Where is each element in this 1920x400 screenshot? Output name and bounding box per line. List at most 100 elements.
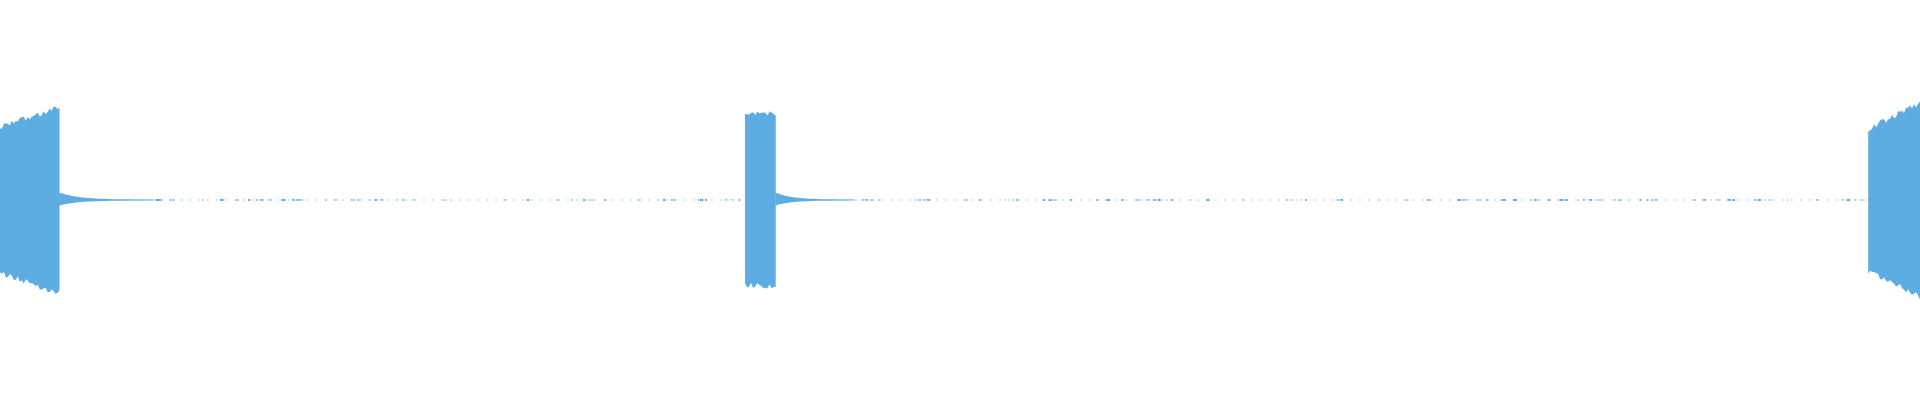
waveform-noise-speck [248, 199, 251, 201]
waveform-noise-speck [861, 199, 866, 201]
waveform-noise-speck [1460, 199, 1464, 201]
waveform-noise-speck [1513, 199, 1517, 201]
waveform-noise-speck [591, 199, 593, 201]
waveform-noise-speck [202, 199, 204, 201]
waveform-noise-speck [878, 199, 881, 201]
waveform-noise-speck [1500, 199, 1503, 201]
waveform-noise-speck [699, 198, 703, 202]
waveform-noise-speck [604, 199, 607, 201]
waveform-noise-speck [526, 199, 530, 201]
waveform-noise-speck [503, 199, 507, 201]
waveform-burst [0, 106, 60, 294]
waveform-noise-speck [297, 199, 301, 201]
waveform-noise-speck [325, 199, 327, 201]
waveform-noise-speck [670, 199, 673, 201]
waveform-noise-speck [157, 199, 162, 201]
waveform-noise-speck [381, 199, 384, 201]
waveform-noise-speck [1157, 198, 1161, 201]
waveform-noise-speck [1530, 199, 1533, 201]
waveform-noise-speck [922, 199, 927, 201]
waveform-noise-speck [1754, 199, 1756, 201]
waveform-noise-speck [1650, 199, 1654, 201]
waveform-decay-tail [775, 193, 855, 206]
waveform-noise-speck [914, 199, 916, 201]
waveform-noise-speck [1547, 199, 1551, 201]
waveform-noise-speck [220, 198, 224, 201]
waveform-noise-speck [1614, 199, 1617, 201]
waveform-noise-speck [979, 199, 981, 201]
waveform-noise-speck [1048, 199, 1052, 201]
waveform-noise-speck [1703, 199, 1707, 201]
waveform-noise-speck [557, 199, 559, 201]
waveform-noise-speck [1070, 199, 1072, 201]
waveform-noise-speck [1340, 199, 1344, 201]
waveform-noise-speck [1016, 199, 1020, 201]
waveform-noise-speck [172, 199, 175, 201]
waveform-noise-speck [919, 199, 921, 201]
waveform-noise-speck [411, 199, 415, 201]
waveform-noise-speck [255, 199, 259, 201]
waveform-noise-speck [1135, 199, 1139, 201]
waveform-noise-speck [1715, 199, 1720, 201]
waveform-noise-speck [1242, 199, 1245, 201]
waveform-noise-speck [1596, 199, 1600, 201]
waveform-noise-speck [268, 199, 272, 201]
waveform-noise-speck [395, 199, 399, 201]
waveform-noise-speck [870, 199, 874, 201]
waveform-noise-speck [571, 198, 573, 201]
waveform-noise-speck [334, 199, 338, 201]
waveform-noise-speck [1693, 199, 1696, 201]
waveform-noise-speck [1190, 199, 1192, 201]
waveform-noise-speck [1639, 199, 1642, 201]
waveform-noise-speck [673, 199, 675, 201]
waveform-noise-speck [1816, 199, 1818, 201]
waveform-noise-speck [1146, 199, 1150, 201]
waveform-noise-speck [1654, 199, 1658, 201]
waveform-noise-speck [368, 199, 371, 201]
waveform-noise-speck [1042, 199, 1045, 201]
waveform-noise-speck [443, 199, 447, 201]
waveform-noise-speck [927, 199, 931, 201]
waveform-noise-speck [583, 199, 586, 201]
waveform-noise-speck [1104, 199, 1107, 201]
waveform-noise-speck [1336, 199, 1339, 201]
waveform-noise-speck [374, 199, 377, 201]
waveform-noise-speck [1429, 199, 1431, 201]
waveform-noise-speck [1289, 199, 1294, 201]
waveform-noise-speck [1759, 199, 1762, 201]
waveform-noise-speck [1583, 199, 1585, 201]
waveform-noise-speck [353, 199, 356, 201]
waveform-noise-speck [181, 199, 183, 201]
waveform-noise-speck [1338, 199, 1340, 201]
waveform-noise-speck [1537, 198, 1539, 202]
waveform-noise-speck [1502, 199, 1506, 201]
waveform-noise-speck [732, 199, 734, 201]
waveform-noise-speck [1121, 199, 1123, 201]
waveform-noise-speck [1464, 199, 1469, 201]
waveform-noise-speck [964, 199, 968, 201]
waveform-noise-speck [739, 198, 741, 201]
waveform-audio-track [0, 101, 1920, 300]
waveform-noise-speck [1732, 199, 1735, 201]
waveform-noise-speck [281, 199, 286, 201]
waveform-noise-speck [1165, 199, 1168, 201]
waveform-noise-speck [1589, 199, 1592, 201]
waveform-noise-speck [704, 199, 707, 201]
waveform-noise-speck [1106, 199, 1111, 202]
waveform-noise-speck [402, 198, 404, 201]
waveform-noise-speck [1138, 199, 1142, 201]
waveform-noise-speck [1564, 199, 1568, 201]
waveform-noise-speck [299, 199, 304, 201]
waveform-noise-speck [260, 199, 264, 201]
waveform-noise-speck [1286, 199, 1288, 201]
waveform-noise-speck [1305, 199, 1307, 201]
waveform-noise-speck [1477, 199, 1479, 201]
waveform-noise-speck [292, 199, 295, 201]
waveform-noise-speck [450, 199, 452, 201]
waveform-noise-speck [1054, 199, 1058, 201]
waveform-noise-speck [1206, 198, 1210, 201]
waveform-noise-speck [588, 199, 591, 201]
waveform-noise-speck [1728, 199, 1731, 201]
